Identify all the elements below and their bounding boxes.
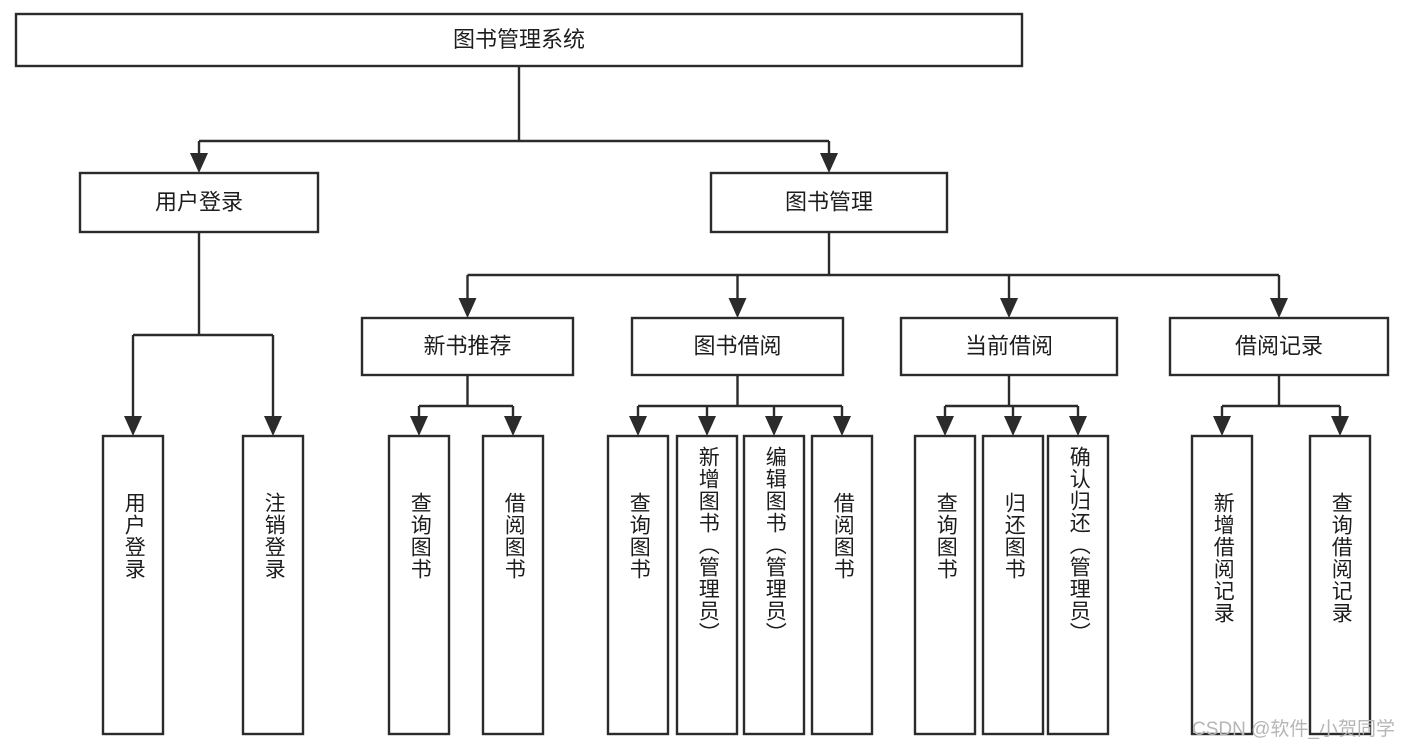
arrow-head-icon	[264, 416, 282, 436]
arrow-head-icon	[833, 416, 851, 436]
node-label-borrow-record: 借阅记录	[1235, 333, 1323, 358]
arrow-head-icon	[765, 416, 783, 436]
arrow-head-icon	[1213, 416, 1231, 436]
node-label-root: 图书管理系统	[453, 27, 585, 52]
arrow-head-icon	[728, 298, 747, 318]
node-label-current-borrow: 当前借阅	[965, 333, 1053, 358]
arrow-head-icon	[1069, 416, 1087, 436]
node-box-layer	[14, 12, 1390, 736]
node-box-current-borrow[interactable]	[899, 316, 1119, 377]
arrow-head-icon	[1000, 298, 1018, 318]
node-box-leaf-query-borrow-record[interactable]	[1308, 434, 1372, 736]
node-box-leaf-query-book-borrow[interactable]	[606, 434, 670, 736]
arrow-head-icon	[1331, 416, 1349, 436]
watermark: CSDN @软件_小贺同学	[1192, 719, 1395, 740]
node-box-leaf-confirm-return-admin[interactable]	[1046, 434, 1110, 736]
arrow-head-icon	[936, 416, 954, 436]
arrow-head-icon	[820, 153, 838, 173]
node-box-book-manage[interactable]	[709, 171, 949, 234]
arrow-head-icon	[629, 416, 647, 436]
node-box-leaf-borrow-book-rec[interactable]	[481, 434, 545, 736]
arrow-head-icon	[410, 416, 428, 436]
node-label-book-borrow: 图书借阅	[693, 333, 781, 358]
arrow-head-icon	[698, 416, 716, 436]
node-box-borrow-record[interactable]	[1168, 316, 1390, 377]
node-box-leaf-return-book[interactable]	[981, 434, 1045, 736]
arrow-head-icon	[1004, 416, 1022, 436]
node-box-user-login[interactable]	[78, 171, 320, 234]
arrow-head-icon	[458, 298, 477, 318]
node-box-book-borrow[interactable]	[630, 316, 845, 377]
arrow-head-icon	[190, 153, 208, 173]
node-label-new-book-recommend: 新书推荐	[423, 333, 511, 358]
arrow-head-icon	[504, 416, 522, 436]
arrow-head-icon	[124, 416, 142, 436]
node-box-leaf-borrow-book[interactable]	[810, 434, 874, 736]
connector-layer	[124, 66, 1349, 436]
node-box-leaf-add-book-admin[interactable]	[675, 434, 739, 736]
node-box-leaf-query-book-rec[interactable]	[387, 434, 451, 736]
node-box-root[interactable]	[14, 12, 1024, 68]
node-label-book-manage: 图书管理	[785, 189, 873, 214]
node-box-leaf-query-book-current[interactable]	[913, 434, 977, 736]
node-box-leaf-edit-book-admin[interactable]	[742, 434, 806, 736]
node-label-user-login: 用户登录	[155, 189, 243, 214]
arrow-head-icon	[1270, 298, 1288, 318]
node-box-leaf-add-borrow-record[interactable]	[1190, 434, 1254, 736]
node-box-new-book-recommend[interactable]	[360, 316, 575, 377]
node-box-leaf-user-login[interactable]	[101, 434, 165, 736]
node-box-leaf-user-logout[interactable]	[241, 434, 305, 736]
